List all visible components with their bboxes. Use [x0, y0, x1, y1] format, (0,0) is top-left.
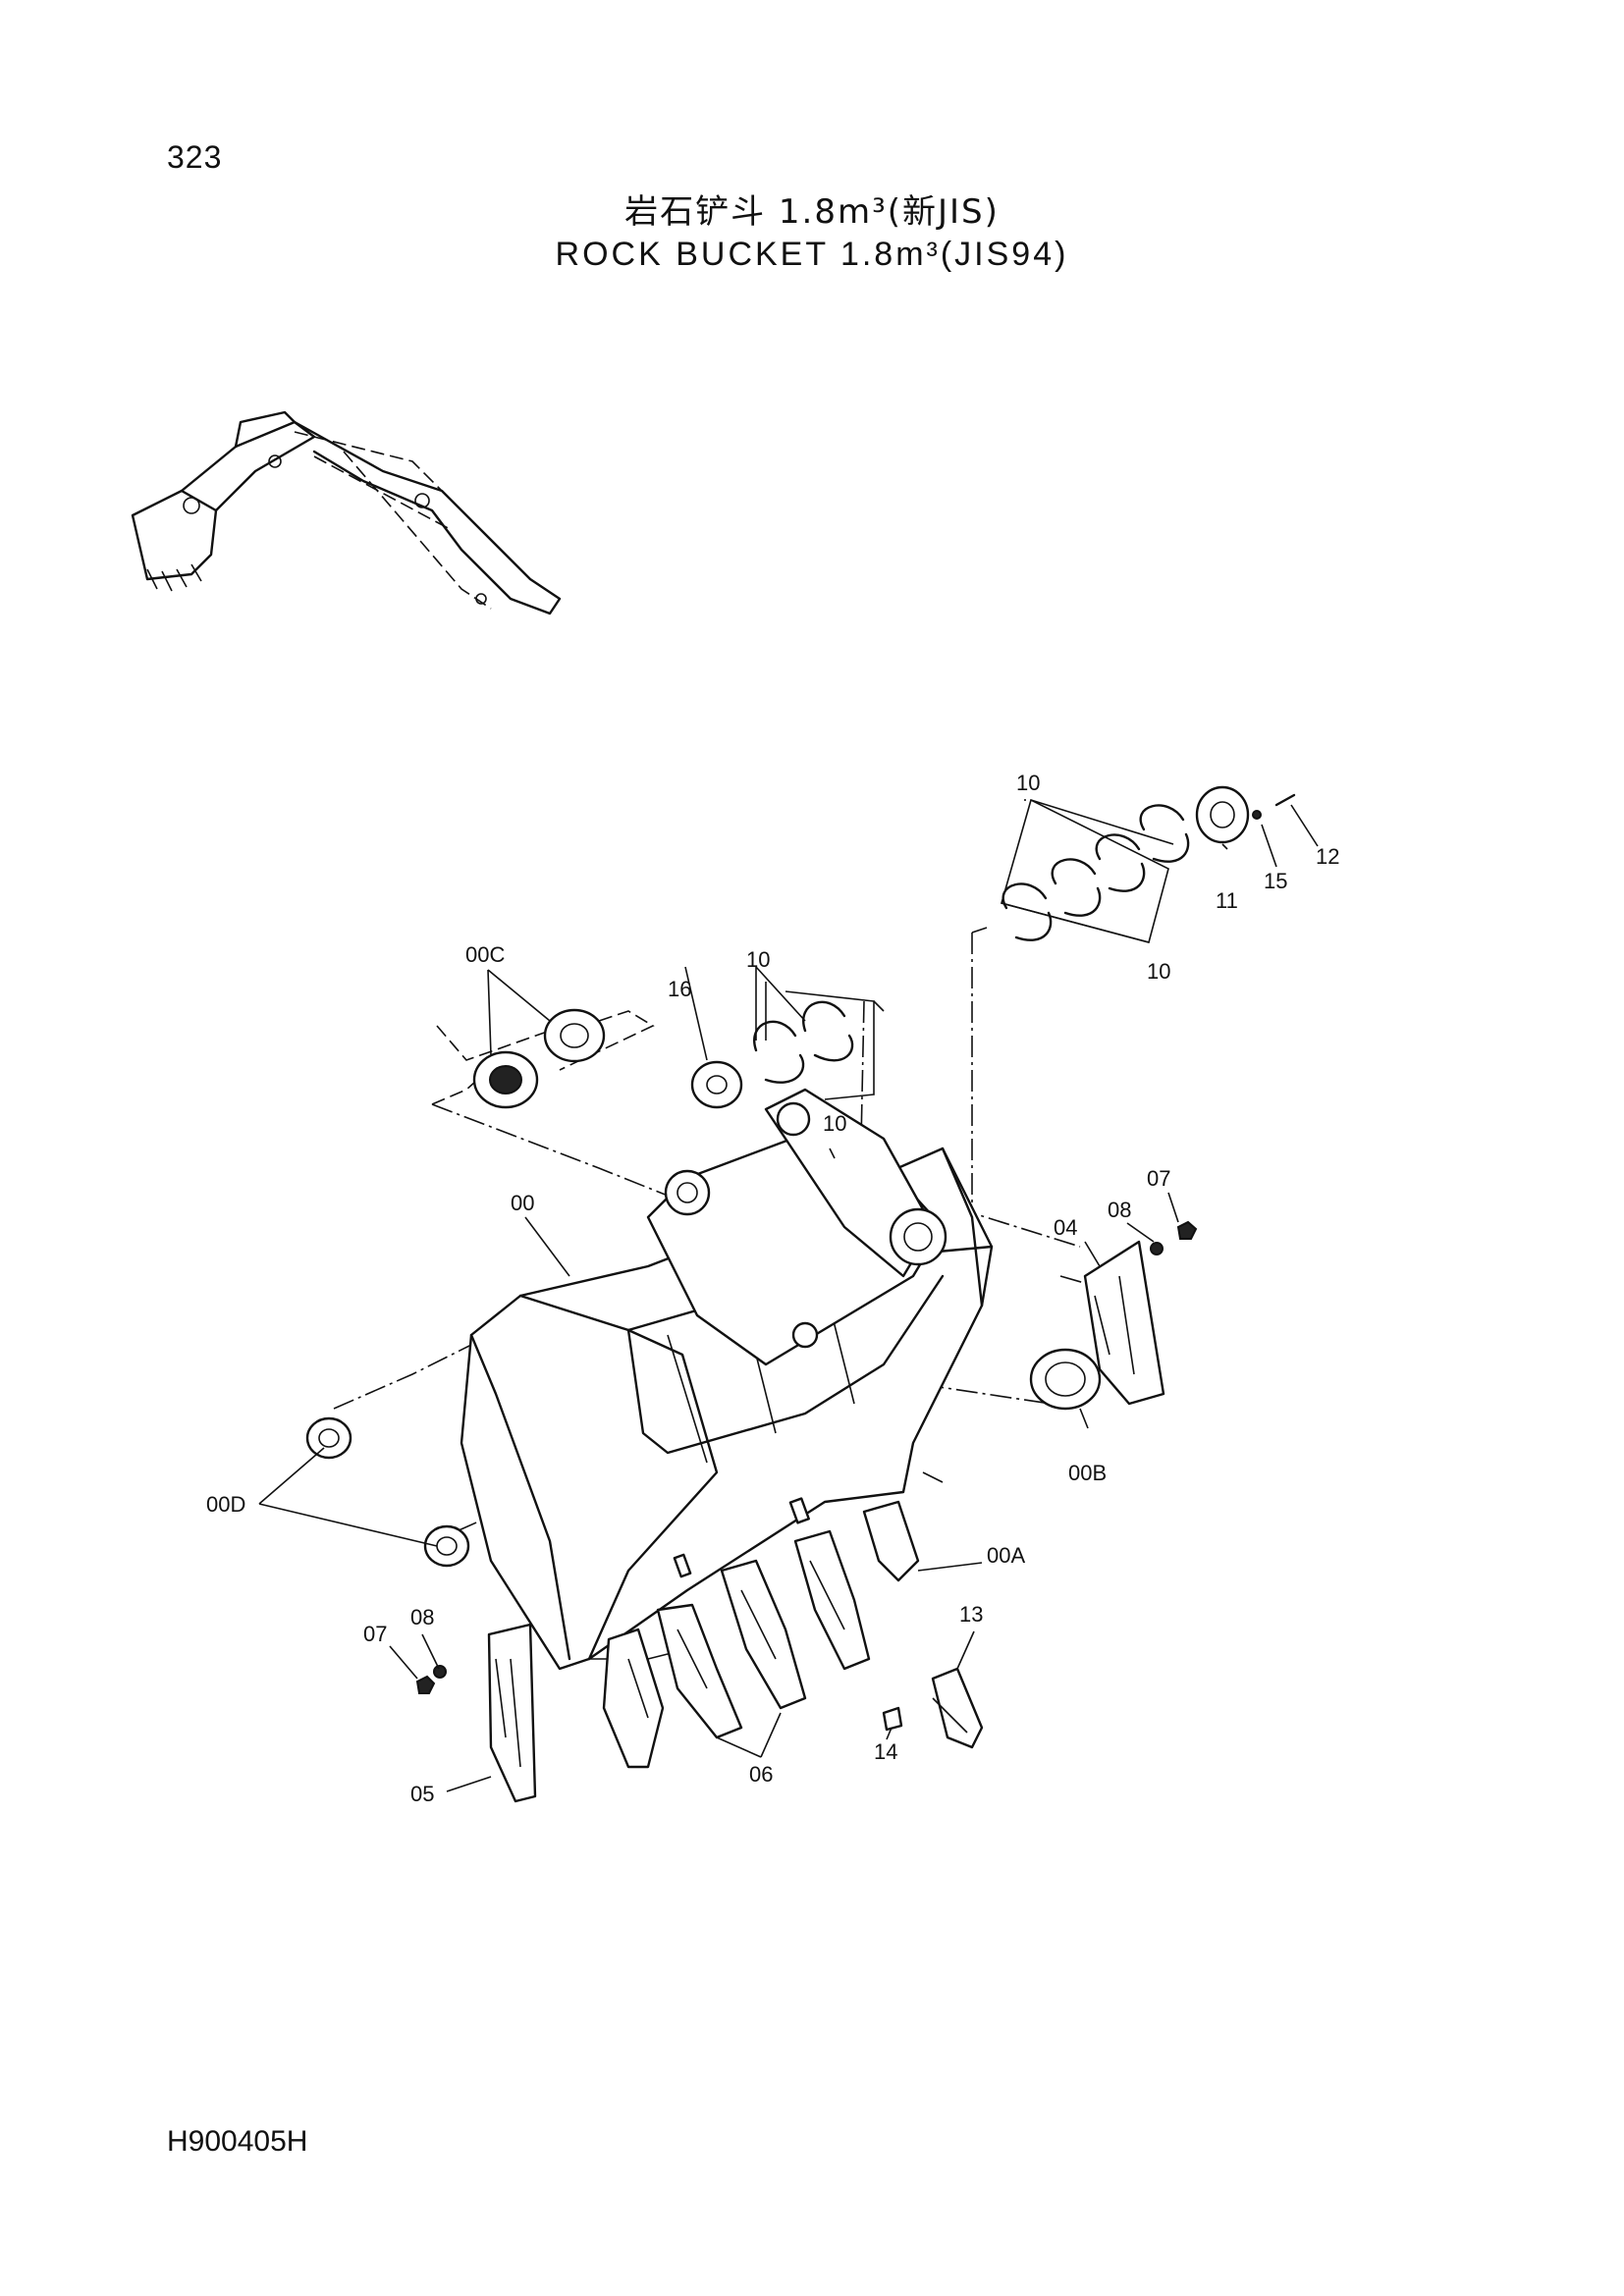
callout-16: 16: [668, 977, 691, 1001]
fasteners: [415, 793, 1296, 1694]
drawing-code: H900405H: [167, 2125, 308, 2158]
callout-05: 05: [410, 1782, 434, 1806]
callout-12: 12: [1316, 844, 1339, 869]
callout-11: 11: [1216, 888, 1238, 913]
callout-00D: 00D: [206, 1492, 245, 1517]
side-cutters: [487, 1240, 1165, 1803]
leader-lines: [258, 799, 1319, 1792]
title-chinese: 岩石铲斗 1.8m³(新JIS): [624, 192, 1000, 232]
callout-00B: 00B: [1068, 1461, 1107, 1485]
callout-10-lower: 10: [823, 1111, 846, 1136]
callout-10-top: 10: [1016, 771, 1040, 795]
callout-00C: 00C: [465, 942, 505, 967]
callout-07-left: 07: [363, 1622, 387, 1646]
callout-10-mid: 10: [746, 947, 770, 972]
callout-04: 04: [1054, 1215, 1077, 1240]
callout-labels: 10 10 10 10 11 12 15 00C 16 00 07 08 04 …: [206, 771, 1339, 1806]
bushings-and-seals: [305, 1008, 1102, 1568]
callout-00: 00: [511, 1191, 534, 1215]
callout-00A: 00A: [987, 1543, 1025, 1568]
callout-08-right: 08: [1108, 1198, 1131, 1222]
excavator-attachment-thumbnail: [131, 410, 562, 615]
callout-13: 13: [959, 1602, 983, 1627]
page-number: 323: [167, 139, 223, 175]
callout-07-right: 07: [1147, 1166, 1170, 1191]
callout-15: 15: [1264, 869, 1287, 893]
callout-14: 14: [874, 1739, 897, 1764]
callout-06: 06: [749, 1762, 773, 1787]
callout-08-left: 08: [410, 1605, 434, 1629]
bucket-teeth: [602, 1497, 984, 1769]
callout-10-right: 10: [1147, 959, 1170, 984]
shims: [753, 785, 1250, 1100]
title-english: ROCK BUCKET 1.8m³(JIS94): [555, 236, 1069, 273]
bucket-link-plates: [646, 1088, 947, 1366]
